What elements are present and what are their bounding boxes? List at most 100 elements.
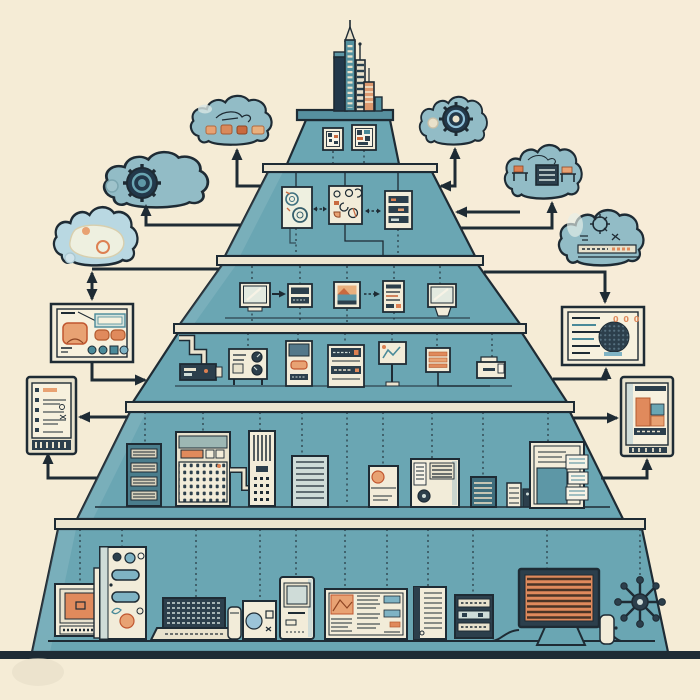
striped-screen [524, 574, 594, 622]
square-button [109, 345, 119, 355]
ledges [54, 163, 646, 530]
dark-tower [470, 476, 497, 508]
tier-5-items [126, 430, 589, 509]
tier-4-items [179, 334, 506, 388]
skyline [295, 20, 395, 122]
clouds [52, 94, 645, 267]
printer [476, 356, 506, 379]
classic-mac [279, 576, 315, 640]
network-star [614, 576, 666, 630]
monitor-pedestal [535, 626, 587, 646]
teal-block [650, 403, 665, 416]
crt-monitor [427, 283, 457, 317]
mainframe-console [175, 431, 231, 507]
barcode-strip [629, 447, 667, 453]
orange-screen [64, 592, 98, 620]
doodle-card [281, 186, 313, 229]
drive-slot [111, 591, 140, 603]
gear-icon [439, 102, 473, 136]
background-warm-glow [470, 0, 700, 320]
arrow-tier2-to-icons-cloud [231, 148, 261, 188]
orange-button [290, 360, 308, 370]
cloud-glyph-icon [205, 125, 217, 135]
kiosk-terminal [285, 340, 313, 387]
teal-screen [536, 467, 568, 505]
canister [599, 614, 615, 645]
qr-plaque [351, 124, 377, 151]
sidebar-strip [627, 384, 633, 444]
hanging-lines [79, 150, 641, 600]
gear-cloud-right-content [427, 102, 473, 136]
arrow-tier3-to-right-monitor [484, 270, 611, 304]
desk-icon [513, 165, 524, 173]
punch-key-grid [178, 461, 228, 503]
ground-line [0, 651, 700, 659]
framed-picture [333, 281, 361, 309]
striped-crt-desk [491, 567, 622, 646]
cloud-glyph-icon [220, 124, 233, 135]
canister [227, 606, 242, 640]
icon-card [328, 185, 363, 225]
cable-left [491, 629, 520, 642]
paper-stack [565, 454, 589, 501]
mac-screen [286, 585, 308, 605]
list-card [384, 190, 413, 230]
orange-pill-button [110, 329, 126, 341]
soft-cloud-content [64, 224, 125, 264]
notes-cloud-content [567, 213, 640, 258]
desk-icon [561, 166, 573, 174]
report-monitor-right: 0 0 0 [560, 305, 646, 367]
orange-ring-icon [96, 240, 110, 254]
whiteboard-sign [378, 341, 407, 387]
dotted-sphere-graphic [598, 321, 630, 353]
orange-row [43, 388, 57, 392]
ledge-4 [125, 401, 575, 413]
vented-server [291, 455, 329, 508]
laptop [149, 597, 239, 641]
control-cabinet [327, 344, 365, 388]
barcode-strip [32, 440, 71, 450]
tier-2-items [281, 185, 413, 230]
vent-tower [413, 586, 447, 640]
round-button [87, 345, 97, 355]
arrows [42, 147, 653, 480]
gear-cloud-left-content [105, 164, 161, 202]
orange-dot-icon [82, 227, 90, 235]
arrow-tier4-to-right-monitor-bottom [553, 367, 612, 381]
mainframe-unit [410, 458, 460, 508]
list-tablet-left [25, 375, 78, 456]
crt-monitor [239, 282, 271, 312]
vcr-deck [179, 363, 223, 381]
document-card [382, 280, 405, 313]
disk-box [242, 600, 277, 640]
server-rack [126, 443, 162, 507]
tape-cabinet [248, 430, 276, 507]
salmon-tower [363, 68, 383, 112]
tier-connectors [289, 172, 399, 256]
tier-3-items [239, 280, 457, 317]
ledge-5 [54, 518, 646, 530]
pc-tower [93, 546, 147, 640]
striped-card [425, 347, 490, 387]
mini-rack [506, 482, 533, 508]
tier-6-items [54, 546, 666, 646]
mini-exchange-arrows [313, 206, 381, 214]
flow-arrow [272, 290, 286, 298]
gauge-panel [228, 348, 268, 385]
arrow-tier2-gear-cloud-right [439, 147, 461, 192]
arrow-tier5-to-left-tablet-bottom [42, 452, 97, 480]
round-button [119, 345, 129, 355]
orange-widget [62, 322, 88, 345]
tall-teal-spire [344, 20, 356, 112]
news-board [324, 588, 408, 640]
striped-tower [355, 42, 366, 112]
small-block-tower [374, 96, 383, 112]
arrow-tier5-to-right-tablet-bottom [601, 458, 653, 480]
server-cloud-content [512, 154, 576, 186]
sketch-doodle-icon [215, 111, 252, 123]
drive-slot [111, 569, 140, 581]
orange-block [650, 415, 665, 427]
dashed-link [364, 291, 380, 297]
